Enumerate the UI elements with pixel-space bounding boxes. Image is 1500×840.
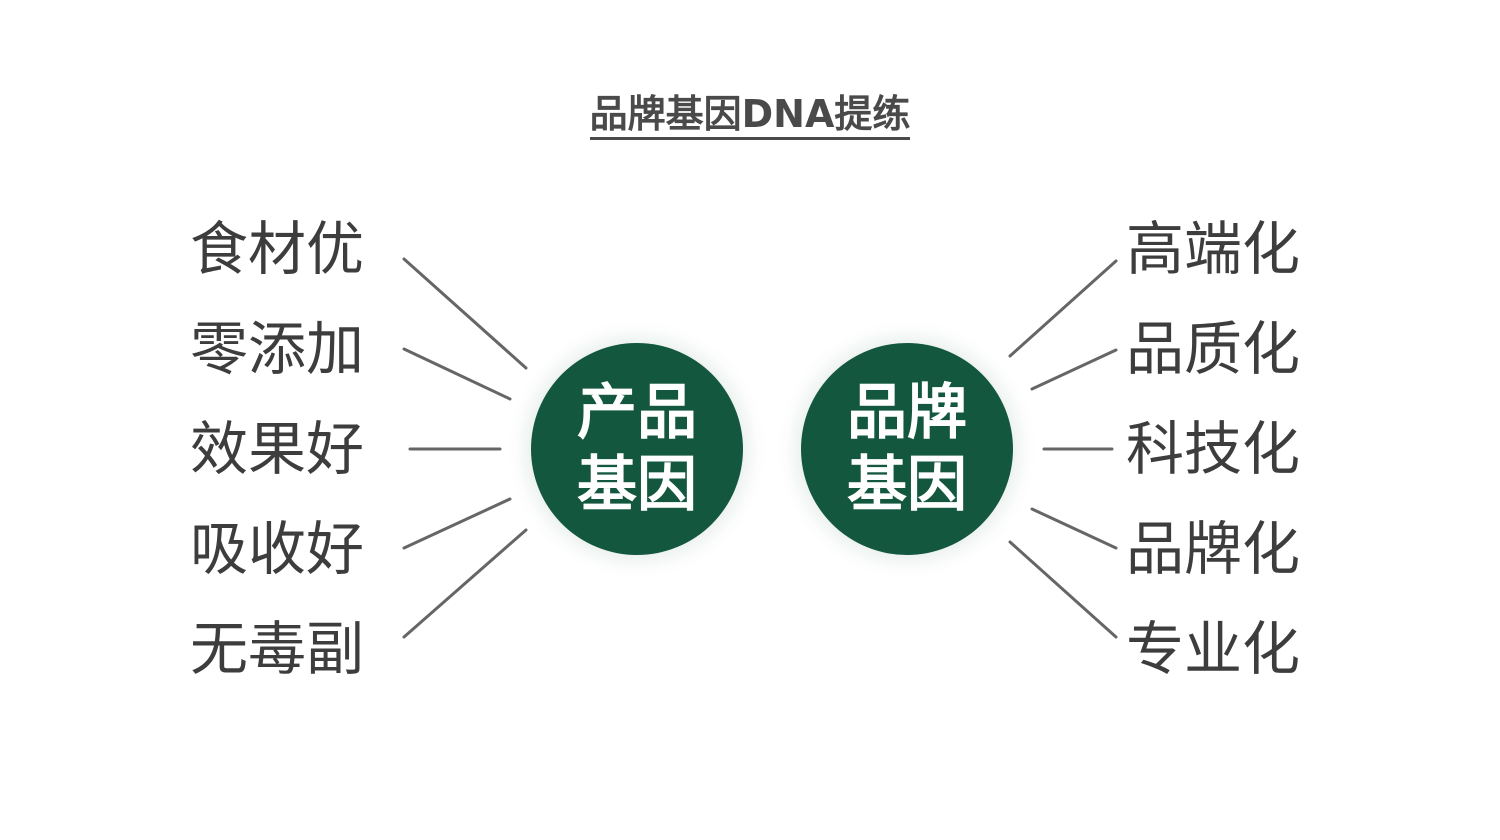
- left-item-3: 效果好: [190, 415, 365, 483]
- right-item-5: 专业化: [1126, 615, 1301, 683]
- brand-gene-hub: 品牌基因: [801, 343, 1013, 555]
- right-item-3: 科技化: [1126, 415, 1301, 483]
- connector-right-2: [1030, 348, 1118, 391]
- brand-gene-label: 品牌基因: [847, 378, 967, 520]
- connector-right-1: [1008, 259, 1118, 358]
- connector-left-2: [402, 347, 512, 401]
- right-item-4: 品牌化: [1126, 515, 1301, 583]
- right-item-1: 高端化: [1126, 215, 1301, 283]
- connector-left-5: [402, 528, 528, 639]
- product-gene-label: 产品基因: [577, 378, 697, 520]
- connector-right-4: [1030, 507, 1118, 550]
- left-item-5: 无毒副: [190, 615, 365, 683]
- right-item-2: 品质化: [1126, 315, 1301, 383]
- left-item-1: 食材优: [190, 215, 365, 283]
- left-item-2: 零添加: [190, 315, 365, 383]
- product-gene-hub: 产品基因: [531, 343, 743, 555]
- connector-left-1: [402, 257, 528, 370]
- connector-left-4: [402, 497, 512, 550]
- diagram-title: 品牌基因DNA提练: [0, 86, 1500, 142]
- left-item-4: 吸收好: [190, 515, 365, 583]
- connector-right-5: [1008, 540, 1118, 639]
- diagram-title-text: 品牌基因DNA提练: [589, 92, 911, 140]
